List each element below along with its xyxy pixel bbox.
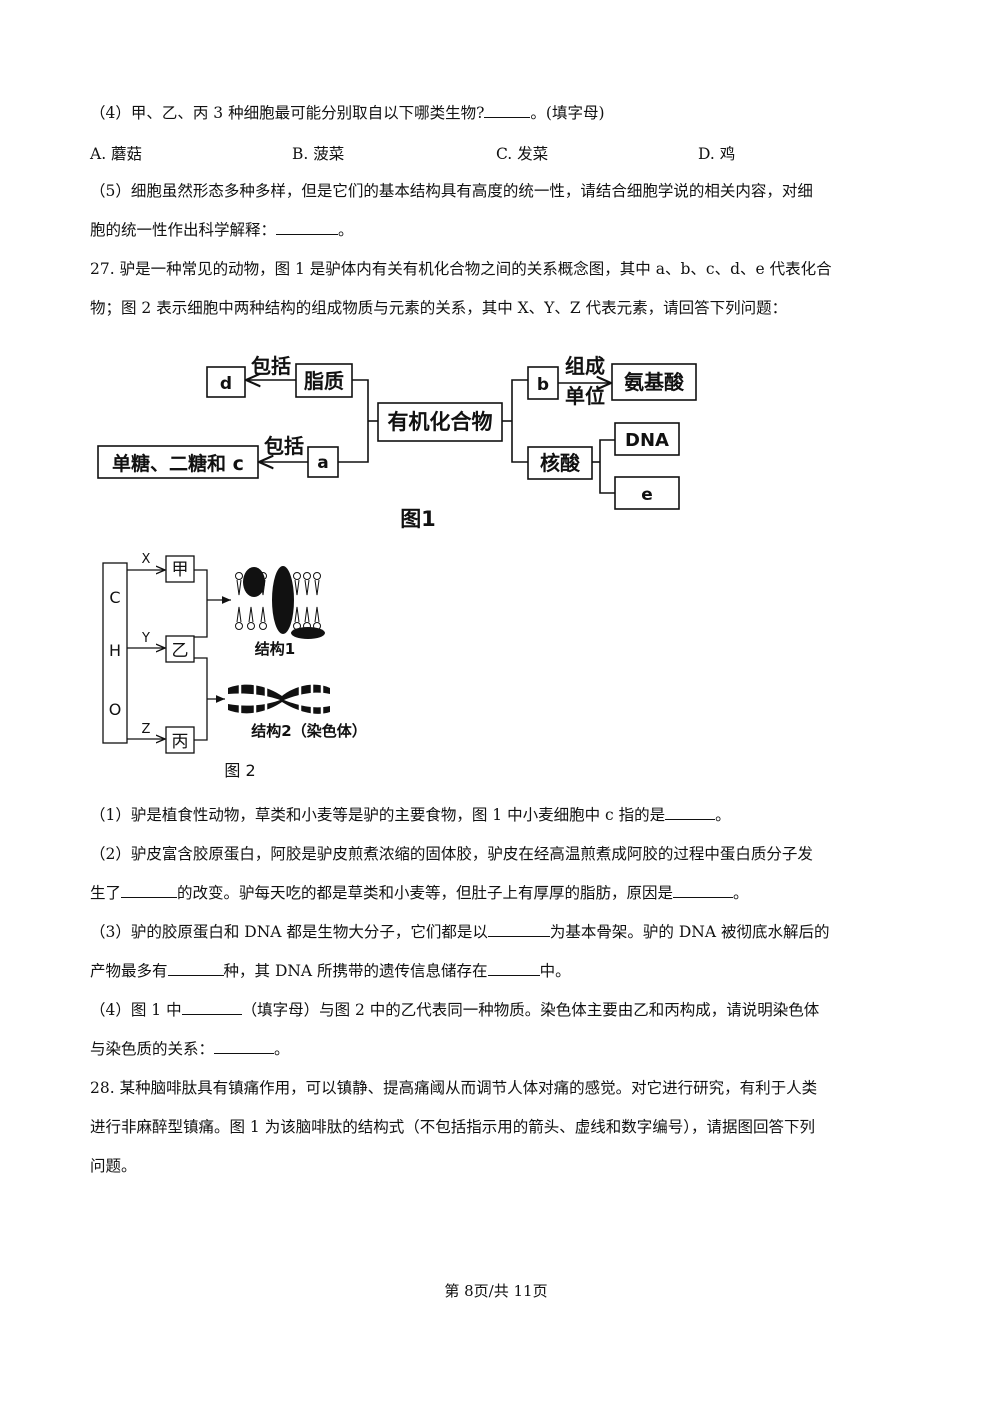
answer-blank[interactable]	[665, 805, 716, 820]
answer-blank[interactable]	[484, 103, 531, 118]
fig1-lipid: 脂质	[304, 369, 344, 393]
q26-part5-line1: （5）细胞虽然形态多种多样，但是它们的基本结构具有高度的统一性，请结合细胞学说的…	[90, 182, 813, 200]
q27-part2-b: 的改变。驴每天吃的都是草类和小麦等，但肚子上有厚厚的脂肪，原因是	[177, 884, 674, 902]
q27-part2-line2: 生了 的改变。驴每天吃的都是草类和小麦等，但肚子上有厚厚的脂肪，原因是 。	[90, 883, 749, 903]
q27-intro-line2: 物；图 2 表示细胞中两种结构的组成物质与元素的关系，其中 X、Y、Z 代表元素…	[90, 299, 788, 317]
answer-blank[interactable]	[181, 1000, 242, 1015]
fig1-sugars: 单糖、二糖和 c	[112, 452, 244, 475]
membrane-illustration	[235, 566, 325, 639]
fig2-x: X	[142, 552, 151, 567]
q26-part4: （4）甲、乙、丙 3 种细胞最可能分别取自以下哪类生物? 。(填字母)	[90, 103, 605, 123]
q26-part4-text: （4）甲、乙、丙 3 种细胞最可能分别取自以下哪类生物?	[90, 104, 485, 122]
fig1-dna: DNA	[625, 430, 669, 451]
fig1-d: d	[220, 374, 232, 394]
q27-part3-c: 产物最多有	[90, 962, 168, 980]
q27-part1: （1）驴是植食性动物，草类和小麦等是驴的主要食物，图 1 中小麦细胞中 c 指的…	[90, 805, 731, 825]
q27-part4-b: （填字母）与图 2 中的乙代表同一种物质。染色体主要由乙和丙构成，请说明染色体	[241, 1001, 820, 1019]
q27-part3-line1: （3）驴的胶原蛋白和 DNA 都是生物大分子，它们都是以 为基本骨架。驴的 DNA…	[90, 922, 829, 942]
option-b: B. 菠菜	[292, 145, 345, 163]
q26-part5-line2: 胞的统一性作出科学解释： 。	[90, 220, 354, 240]
fig1-compose: 组成	[565, 354, 605, 378]
q27-intro-line1: 27. 驴是一种常见的动物，图 1 是驴体内有关有机化合物之间的关系概念图，其中…	[90, 260, 832, 278]
answer-blank[interactable]	[121, 883, 178, 898]
q26-part5-text: 胞的统一性作出科学解释：	[90, 221, 277, 239]
q27-part3-line2: 产物最多有 种，其 DNA 所携带的遗传信息储存在 中。	[90, 961, 571, 981]
fig2-element-c: C	[109, 588, 120, 607]
page-footer: 第 8页/共 11页	[444, 1282, 548, 1300]
q27-part3-a: （3）驴的胶原蛋白和 DNA 都是生物大分子，它们都是以	[90, 923, 488, 941]
answer-blank[interactable]	[276, 220, 339, 235]
option-d: D. 鸡	[698, 145, 736, 163]
figure-1-concept-map: 有机化合物 脂质 d 包括 a 包括 单糖、二糖和 c b 组成 单位 氨基酸 …	[97, 354, 697, 531]
fig2-bing: 丙	[172, 732, 189, 752]
option-a: A. 蘑菇	[90, 145, 143, 163]
q27-part2-c: 。	[733, 884, 749, 902]
answer-blank[interactable]	[487, 961, 540, 976]
fig1-b: b	[537, 375, 549, 395]
fig2-structure-2-label: 结构2（染色体）	[251, 722, 366, 740]
q27-part4-c: 与染色质的关系：	[90, 1040, 215, 1058]
q27-part3-b: 为基本骨架。驴的 DNA 被彻底水解后的	[549, 923, 830, 941]
answer-blank[interactable]	[214, 1039, 275, 1054]
fig2-structure-1-label: 结构1	[255, 640, 295, 658]
q27-part4-d: 。	[274, 1040, 290, 1058]
q26-part5-post: 。	[338, 221, 354, 239]
answer-blank[interactable]	[167, 961, 224, 976]
figure-2-structure-diagram: C H O X Y Z 甲 乙 丙 结构1	[102, 552, 367, 780]
q27-part3-d: 种，其 DNA 所携带的遗传信息储存在	[223, 962, 488, 980]
fig1-organic-compounds: 有机化合物	[388, 410, 493, 434]
answer-blank[interactable]	[487, 922, 550, 937]
q28-line3: 问题。	[90, 1157, 137, 1175]
q28-line1: 28. 某种脑啡肽具有镇痛作用，可以镇静、提高痛阈从而调节人体对痛的感觉。对它进…	[90, 1079, 818, 1097]
q27-part4-line1: （4）图 1 中 （填字母）与图 2 中的乙代表同一种物质。染色体主要由乙和丙构成…	[90, 1000, 819, 1020]
fig2-element-o: O	[109, 700, 122, 719]
chromosome-illustration	[228, 683, 330, 715]
fig1-a: a	[317, 453, 328, 473]
option-c: C. 发菜	[496, 145, 549, 163]
fig1-include-2: 包括	[264, 434, 304, 458]
q27-part2-a: 生了	[90, 884, 122, 902]
q26-part4-post: 。(填字母)	[530, 104, 605, 122]
fig2-jia: 甲	[172, 560, 189, 580]
fig1-amino-acid: 氨基酸	[624, 370, 685, 394]
fig1-nucleic-acid: 核酸	[540, 451, 581, 475]
fig2-y: Y	[141, 631, 150, 646]
q28-line2: 进行非麻醉型镇痛。图 1 为该脑啡肽的结构式（不包括指示用的箭头、虚线和数字编号…	[90, 1118, 815, 1136]
fig1-caption: 图1	[400, 507, 436, 531]
q27-part1-text: （1）驴是植食性动物，草类和小麦等是驴的主要食物，图 1 中小麦细胞中 c 指的…	[90, 806, 666, 824]
fig1-e: e	[641, 485, 653, 505]
fig2-element-h: H	[109, 641, 121, 660]
fig1-include-1: 包括	[251, 354, 291, 378]
fig2-z: Z	[142, 722, 151, 737]
q27-part4-line2: 与染色质的关系： 。	[90, 1039, 290, 1059]
q27-part3-e: 中。	[539, 962, 571, 980]
q27-part1-post: 。	[715, 806, 731, 824]
answer-blank[interactable]	[673, 883, 734, 898]
fig1-unit: 单位	[565, 384, 605, 408]
q27-part2-line1: （2）驴皮富含胶原蛋白，阿胶是驴皮煎煮浓缩的固体胶，驴皮在经高温煎煮成阿胶的过程…	[90, 845, 813, 863]
fig2-yi: 乙	[172, 641, 189, 661]
q27-part4-a: （4）图 1 中	[90, 1001, 182, 1019]
fig2-caption: 图 2	[224, 761, 255, 780]
